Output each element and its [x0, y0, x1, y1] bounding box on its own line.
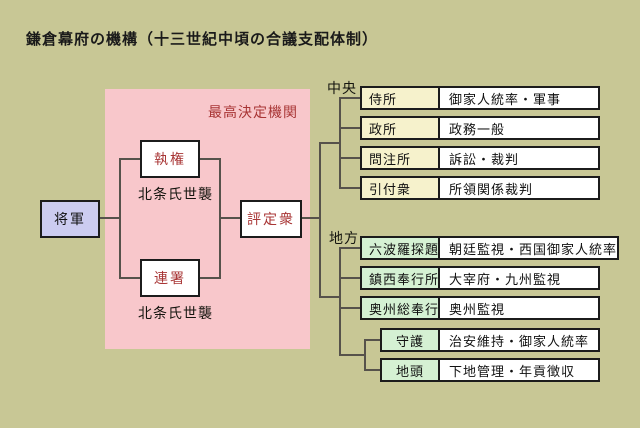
connector-rensho-out [200, 277, 221, 279]
connector-shogun [100, 217, 120, 219]
connector-sub-link [339, 354, 366, 356]
connector-branch-oshu [339, 307, 360, 309]
page-title: 鎌倉幕府の機構（十三世紀中頃の合議支配体制） [26, 31, 379, 48]
node-shogun-label: 将軍 [54, 211, 86, 227]
central-row-mandokoro: 政所 政務一般 [360, 116, 600, 140]
org-name-cell: 守護 [380, 328, 440, 352]
org-desc-cell: 朝廷監視・西国御家人統率 [440, 236, 620, 260]
org-desc-cell: 下地管理・年貢徴収 [440, 358, 600, 382]
note-shikken-hereditary: 北条氏世襲 [138, 186, 213, 202]
connector-spine [319, 142, 321, 298]
org-desc-cell: 奥州監視 [440, 296, 600, 320]
regional-row-rokuhara: 六波羅探題 朝廷監視・西国御家人統率 [360, 236, 620, 260]
org-desc-cell: 御家人統率・軍事 [440, 86, 600, 110]
connector-branch-mandokoro [339, 127, 360, 129]
regional-subrow-shugo: 守護 治安維持・御家人統率 [380, 328, 600, 352]
connector-regional-trunk [339, 247, 341, 356]
connector-hyojoshu-out [302, 217, 321, 219]
connector-to-shikken [119, 158, 140, 160]
regional-row-chinzei: 鎮西奉行所 大宰府・九州監視 [360, 266, 600, 290]
connector-branch-shugo [364, 339, 380, 341]
connector-branch-chinzei [339, 277, 360, 279]
connector-shikken-out [200, 158, 221, 160]
node-rensho-label: 連署 [154, 270, 186, 286]
connector-branch-jito [364, 369, 380, 371]
org-desc-cell: 所領関係裁判 [440, 176, 600, 200]
node-shikken-label: 執権 [154, 151, 186, 167]
org-name-cell: 奥州総奉行 [360, 296, 440, 320]
connector-branch-monchujo [339, 157, 360, 159]
central-row-monchujo: 問注所 訴訟・裁判 [360, 146, 600, 170]
regional-row-oshu: 奥州総奉行 奥州監視 [360, 296, 600, 320]
group-label-regional: 地方 [329, 230, 359, 246]
connector-branch-samuraidokoro [339, 97, 360, 99]
connector-branch-hikitsukeshu [339, 187, 360, 189]
regional-subrow-jito: 地頭 下地管理・年貢徴収 [380, 358, 600, 382]
node-hyojoshu: 評定衆 [240, 200, 302, 238]
node-rensho: 連署 [140, 259, 200, 297]
connector-spine-central [319, 142, 341, 144]
connector-central-trunk [339, 97, 341, 189]
supreme-organ-label: 最高決定機関 [208, 104, 298, 120]
org-desc-cell: 大宰府・九州監視 [440, 266, 600, 290]
org-desc-cell: 治安維持・御家人統率 [440, 328, 600, 352]
connector-branch-rokuhara [339, 247, 360, 249]
central-row-samuraidokoro: 侍所 御家人統率・軍事 [360, 86, 600, 110]
org-name-cell: 地頭 [380, 358, 440, 382]
node-shikken: 執権 [140, 140, 200, 178]
org-name-cell: 六波羅探題 [360, 236, 440, 260]
node-shogun: 将軍 [40, 200, 100, 238]
connector-to-hyojoshu [219, 217, 240, 219]
group-label-central: 中央 [327, 80, 357, 96]
node-hyojoshu-label: 評定衆 [247, 211, 295, 227]
org-name-cell: 問注所 [360, 146, 440, 170]
connector-to-rensho [119, 277, 140, 279]
central-row-hikitsukeshu: 引付衆 所領関係裁判 [360, 176, 600, 200]
org-name-cell: 侍所 [360, 86, 440, 110]
org-name-cell: 政所 [360, 116, 440, 140]
org-desc-cell: 政務一般 [440, 116, 600, 140]
org-desc-cell: 訴訟・裁判 [440, 146, 600, 170]
connector-spine-regional [319, 296, 341, 298]
org-name-cell: 鎮西奉行所 [360, 266, 440, 290]
org-name-cell: 引付衆 [360, 176, 440, 200]
connector-sub-trunk [364, 339, 366, 371]
connector-left-bracket [119, 158, 121, 279]
note-rensho-hereditary: 北条氏世襲 [138, 305, 213, 321]
